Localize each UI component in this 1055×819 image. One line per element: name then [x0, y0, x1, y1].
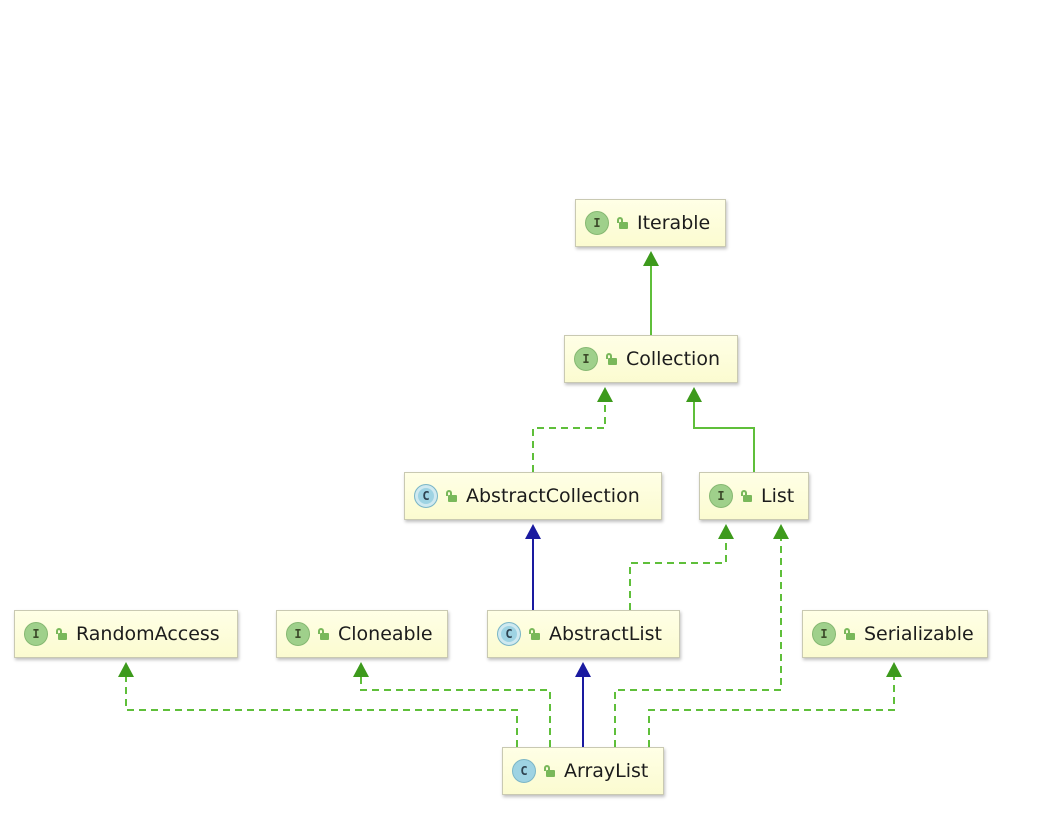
node-label: Cloneable — [338, 622, 433, 645]
node-array-list[interactable]: C ArrayList — [502, 747, 664, 795]
edge-array-list-to-list — [614, 539, 782, 747]
interface-badge-icon: I — [574, 347, 598, 371]
interface-badge-icon: I — [585, 211, 609, 235]
node-label: ArrayList — [564, 759, 649, 782]
lock-icon — [616, 217, 628, 229]
node-label: Iterable — [637, 211, 711, 234]
interface-badge-icon: I — [709, 484, 733, 508]
interface-badge-icon: I — [24, 622, 48, 646]
edge-abstract-collection-to-collection — [532, 402, 606, 472]
edge-array-list-to-cloneable — [360, 677, 551, 747]
arrowhead-array-list-to-list — [773, 524, 789, 539]
lock-icon — [445, 490, 457, 502]
edge-list-to-collection — [693, 402, 755, 472]
lock-icon — [528, 628, 540, 640]
node-label: List — [761, 484, 795, 507]
arrowhead-array-list-to-random-access — [118, 662, 134, 677]
interface-badge-icon: I — [812, 622, 836, 646]
lock-icon — [843, 628, 855, 640]
edge-array-list-to-random-access — [125, 677, 518, 747]
node-label: RandomAccess — [76, 622, 220, 645]
arrowhead-array-list-to-serializable — [886, 662, 902, 677]
node-label: AbstractList — [549, 622, 662, 645]
edge-abstract-list-to-list — [629, 539, 727, 610]
node-abstract-collection[interactable]: C AbstractCollection — [404, 472, 662, 520]
abstract-class-badge-icon: C — [414, 484, 438, 508]
node-cloneable[interactable]: I Cloneable — [276, 610, 448, 658]
node-iterable[interactable]: I Iterable — [575, 199, 726, 247]
node-random-access[interactable]: I RandomAccess — [14, 610, 238, 658]
node-label: AbstractCollection — [466, 484, 640, 507]
interface-badge-icon: I — [286, 622, 310, 646]
lock-icon — [740, 490, 752, 502]
lock-icon — [55, 628, 67, 640]
edge-array-list-to-serializable — [648, 677, 895, 747]
abstract-class-badge-icon: C — [497, 622, 521, 646]
node-collection[interactable]: I Collection — [564, 335, 738, 383]
arrowhead-abstract-list-to-abstract-collection — [525, 524, 541, 539]
node-list[interactable]: I List — [699, 472, 809, 520]
node-label: Serializable — [864, 622, 974, 645]
node-abstract-list[interactable]: C AbstractList — [487, 610, 680, 658]
arrowhead-abstract-collection-to-collection — [597, 387, 613, 402]
class-badge-icon: C — [512, 759, 536, 783]
lock-icon — [605, 353, 617, 365]
node-label: Collection — [626, 347, 720, 370]
arrowhead-array-list-to-abstract-list — [575, 662, 591, 677]
arrowhead-array-list-to-cloneable — [353, 662, 369, 677]
arrowhead-collection-to-iterable — [643, 251, 659, 266]
arrowhead-list-to-collection — [686, 387, 702, 402]
arrowhead-abstract-list-to-list — [718, 524, 734, 539]
node-serializable[interactable]: I Serializable — [802, 610, 988, 658]
lock-icon — [543, 765, 555, 777]
lock-icon — [317, 628, 329, 640]
